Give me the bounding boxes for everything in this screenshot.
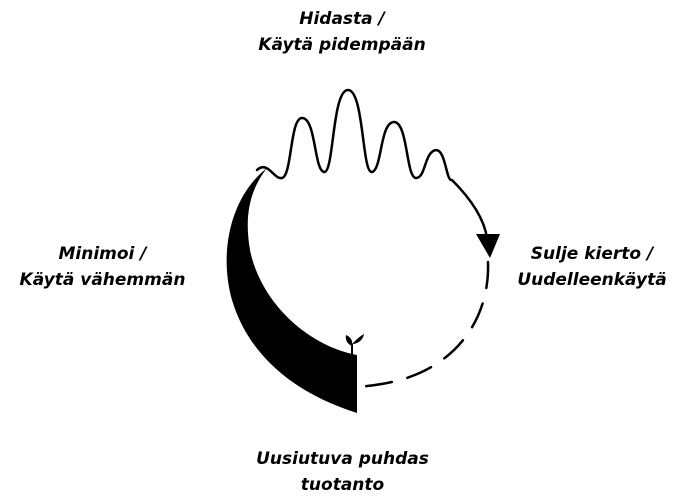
wavy-hand-line <box>257 90 487 238</box>
dashed-return-arc <box>357 262 488 387</box>
crescent-shape <box>227 168 357 413</box>
arrowhead <box>476 234 500 258</box>
sprout-icon <box>346 334 364 356</box>
